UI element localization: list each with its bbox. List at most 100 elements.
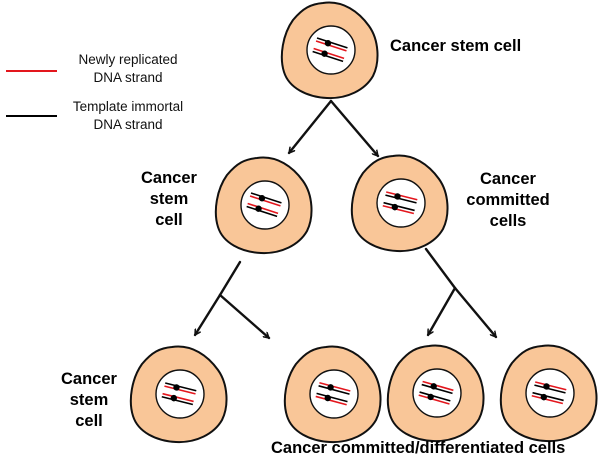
bottom-committed-cell-3 bbox=[499, 344, 598, 443]
dna-strand bbox=[315, 40, 347, 52]
arrow-top-to-mid-left bbox=[287, 99, 333, 155]
chromosomes bbox=[382, 191, 418, 215]
arrow-mid-left-to-bottom-stem bbox=[193, 293, 222, 337]
top-stem-cell bbox=[280, 1, 379, 100]
mid-stem-cell bbox=[214, 156, 313, 255]
chromosome-pair bbox=[315, 37, 348, 52]
arrow-top-to-mid-right bbox=[329, 99, 380, 158]
dna-strand bbox=[534, 384, 566, 394]
dna-strand bbox=[316, 37, 348, 49]
dna-strand bbox=[418, 394, 450, 405]
dna-strand bbox=[385, 194, 417, 204]
nucleus bbox=[155, 369, 205, 419]
legend-template-line1: Template immortal bbox=[72, 99, 184, 114]
nucleus bbox=[525, 368, 575, 418]
dna-strand bbox=[165, 382, 197, 392]
label-mid-stem-line3: cell bbox=[155, 211, 183, 229]
chromosome-pair bbox=[534, 381, 567, 394]
chromosome-pair bbox=[421, 380, 454, 395]
dna-strand bbox=[312, 50, 344, 63]
dna-strand bbox=[535, 381, 567, 391]
chromosomes bbox=[418, 380, 454, 405]
chromosome-pair bbox=[249, 192, 282, 207]
dna-strand bbox=[247, 202, 279, 215]
dna-strand bbox=[315, 395, 347, 406]
centromere bbox=[255, 205, 262, 212]
legend-newly-replicated-line2: DNA strand bbox=[93, 70, 163, 85]
legend-template-label: Template immortal DNA strand bbox=[64, 98, 192, 134]
dna-strand bbox=[386, 191, 418, 201]
label-bottom-committed-differentiated: Cancer committed/differentiated cells bbox=[271, 439, 566, 457]
centromere bbox=[430, 383, 437, 390]
bottom-committed-cell-1 bbox=[283, 345, 382, 444]
label-bottom-stem-line2: stem bbox=[69, 391, 109, 409]
dna-strand bbox=[164, 385, 196, 395]
legend-template-line2: DNA strand bbox=[93, 117, 163, 132]
centromere bbox=[258, 195, 266, 202]
chromosome-pair bbox=[164, 382, 197, 395]
dna-strand bbox=[421, 383, 453, 395]
chromosomes bbox=[161, 382, 197, 406]
centromere bbox=[327, 384, 334, 391]
arrow-mid-right-stem bbox=[424, 247, 457, 290]
arrow-mid-right-to-bottom-2 bbox=[426, 286, 457, 337]
dna-strand bbox=[319, 381, 351, 392]
chromosome-pair bbox=[161, 392, 194, 406]
centromere bbox=[394, 193, 401, 200]
label-bottom-stem-cell: Cancer stem cell bbox=[44, 369, 134, 432]
centromere bbox=[543, 383, 550, 390]
dna-strand bbox=[318, 385, 350, 395]
mid-committed-cell bbox=[350, 154, 449, 253]
nucleus bbox=[376, 178, 426, 228]
centromere bbox=[324, 394, 331, 402]
chromosome-pair bbox=[315, 392, 348, 406]
centromere bbox=[427, 393, 434, 401]
label-mid-committed-line2: committed bbox=[466, 191, 550, 209]
arrow-mid-left-to-bottom-committed bbox=[218, 293, 271, 340]
label-mid-committed-line3: cells bbox=[489, 212, 527, 230]
dna-strand bbox=[249, 195, 281, 207]
nucleus bbox=[240, 180, 290, 230]
dna-strand bbox=[162, 392, 194, 403]
nucleus bbox=[412, 368, 462, 418]
nucleus bbox=[309, 369, 359, 419]
dna-strand bbox=[532, 391, 564, 402]
dna-strand bbox=[419, 391, 451, 402]
legend-newly-replicated-label: Newly replicated DNA strand bbox=[68, 51, 188, 87]
chromosome-pair bbox=[318, 381, 351, 395]
cells-layer bbox=[129, 1, 598, 444]
centromere bbox=[170, 394, 178, 402]
centromere bbox=[391, 203, 399, 211]
centromere bbox=[173, 384, 180, 391]
chromosome-pair bbox=[385, 191, 418, 204]
label-bottom-stem-line3: cell bbox=[75, 412, 103, 430]
bottom-stem-cell bbox=[129, 345, 228, 444]
centromere bbox=[324, 40, 332, 47]
dna-strand bbox=[383, 201, 415, 212]
label-mid-committed-line1: Cancer bbox=[480, 170, 536, 188]
label-bottom-stem-line1: Cancer bbox=[61, 370, 117, 388]
dna-strand bbox=[422, 380, 454, 392]
arrow-mid-right-to-bottom-3 bbox=[453, 286, 498, 339]
label-mid-stem-cell: Cancer stem cell bbox=[124, 168, 214, 231]
nucleus bbox=[306, 25, 356, 75]
dna-strand bbox=[313, 47, 345, 60]
chromosomes bbox=[531, 381, 567, 405]
chromosome-pair bbox=[246, 202, 279, 218]
dna-strand bbox=[250, 192, 282, 204]
centromere bbox=[540, 393, 548, 401]
dna-strand bbox=[161, 396, 194, 406]
centromere bbox=[321, 50, 328, 57]
dna-strand bbox=[316, 392, 348, 403]
chromosomes bbox=[315, 381, 351, 406]
arrows bbox=[193, 99, 498, 340]
label-mid-stem-line2: stem bbox=[149, 190, 189, 208]
arrow-mid-left-stem bbox=[218, 260, 242, 297]
chromosome-pair bbox=[382, 201, 415, 215]
dna-strand bbox=[531, 395, 564, 405]
label-top-stem-cell: Cancer stem cell bbox=[390, 37, 522, 55]
chromosomes bbox=[312, 37, 348, 63]
chromosome-pair bbox=[531, 391, 564, 405]
dna-strand bbox=[246, 205, 278, 218]
